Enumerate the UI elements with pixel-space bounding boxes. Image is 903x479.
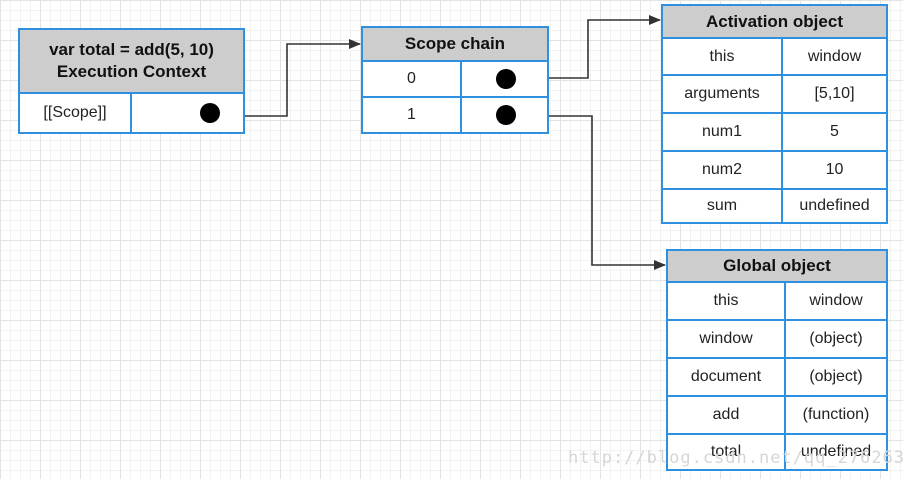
property-name: num1 — [663, 114, 783, 150]
global-object-row: total undefined — [668, 435, 886, 469]
execution-context-scope-row: [[Scope]] — [20, 94, 243, 132]
property-value: undefined — [800, 443, 872, 460]
pointer-dot — [496, 105, 516, 125]
activation-object-box: Activation object this window arguments … — [661, 4, 888, 224]
property-name: arguments — [663, 76, 783, 112]
global-object-row: this window — [668, 283, 886, 321]
scope-property-label: [[Scope]] — [20, 94, 132, 132]
scope-chain-box: Scope chain 0 1 — [361, 26, 549, 134]
pointer-dot — [200, 103, 220, 123]
property-value: (function) — [802, 406, 870, 423]
activation-object-row: num1 5 — [663, 114, 886, 152]
property-value: (object) — [809, 330, 863, 347]
scope-chain-header: Scope chain — [363, 28, 547, 62]
scope-pointer-cell — [132, 94, 243, 132]
global-object-header: Global object — [668, 251, 886, 283]
scope-chain-index: 0 — [363, 62, 462, 96]
property-value: undefined — [799, 197, 870, 214]
execution-context-title-line2: Execution Context — [56, 62, 207, 81]
property-name: sum — [663, 190, 783, 222]
execution-context-header: var total = add(5, 10) Execution Context — [20, 30, 243, 94]
property-value: (object) — [809, 368, 863, 385]
global-object-row: document (object) — [668, 359, 886, 397]
global-object-row: window (object) — [668, 321, 886, 359]
property-name: document — [668, 359, 786, 395]
activation-object-row: this window — [663, 39, 886, 76]
property-name: num2 — [663, 152, 783, 188]
scope-chain-index: 1 — [363, 98, 462, 132]
arrow-scope1-to-global — [504, 115, 666, 270]
property-value: window — [809, 292, 863, 309]
property-value: 10 — [825, 161, 844, 178]
watermark-text: http://blog.csdn.net/qq_27626333 — [568, 448, 903, 468]
property-value: [5,10] — [814, 85, 855, 102]
property-name: this — [663, 39, 783, 74]
activation-object-row: arguments [5,10] — [663, 76, 886, 114]
scope-chain-pointer-cell — [462, 98, 547, 132]
property-name: total — [668, 435, 786, 469]
property-name: this — [668, 283, 786, 319]
global-object-box: Global object this window window (object… — [666, 249, 888, 471]
property-value: 5 — [830, 123, 839, 140]
activation-object-header: Activation object — [663, 6, 886, 39]
execution-context-box: var total = add(5, 10) Execution Context… — [18, 28, 245, 134]
scope-chain-pointer-cell — [462, 62, 547, 96]
execution-context-title-line1: var total = add(5, 10) — [49, 40, 214, 59]
property-name: window — [668, 321, 786, 357]
activation-object-row: num2 10 — [663, 152, 886, 190]
property-value: window — [807, 47, 862, 65]
pointer-dot — [496, 69, 516, 89]
scope-chain-row: 0 — [363, 62, 547, 98]
scope-chain-row: 1 — [363, 98, 547, 132]
activation-object-row: sum undefined — [663, 190, 886, 222]
property-name: add — [668, 397, 786, 433]
global-object-row: add (function) — [668, 397, 886, 435]
